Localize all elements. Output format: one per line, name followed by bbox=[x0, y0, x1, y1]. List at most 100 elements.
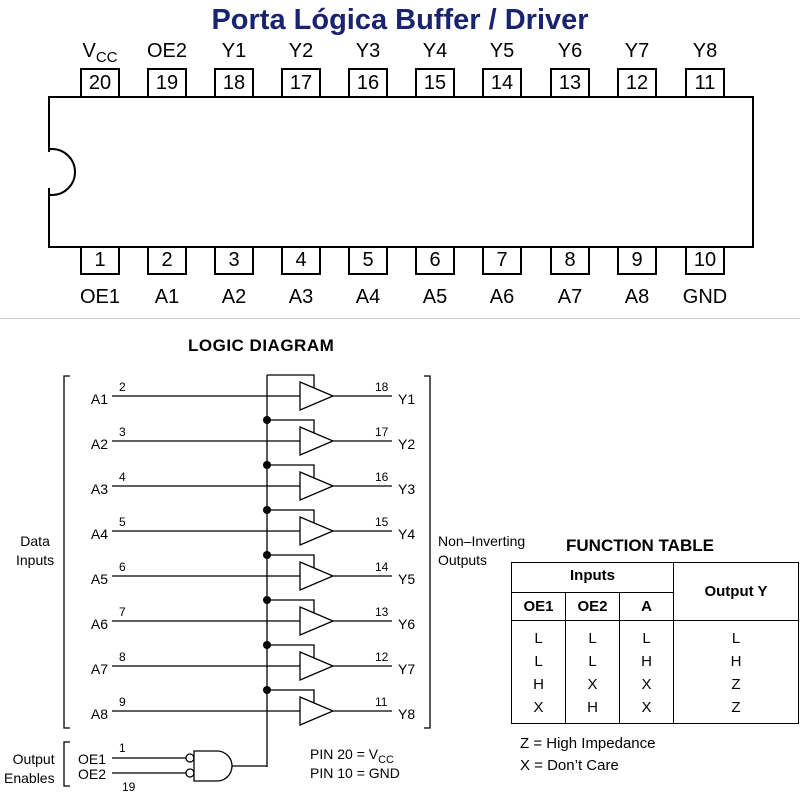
pin-box-top: 18 bbox=[214, 68, 254, 98]
table-cell: X bbox=[619, 696, 674, 724]
pin10-note: PIN 10 = GND bbox=[310, 765, 400, 781]
pin20-note: PIN 20 = VCC bbox=[310, 746, 394, 766]
input-pin-number: 8 bbox=[119, 650, 126, 664]
pin-label-bottom: A3 bbox=[288, 286, 314, 308]
and-gate bbox=[193, 750, 233, 782]
pin-box-top: 12 bbox=[617, 68, 657, 98]
output-label: Y1 bbox=[398, 391, 416, 407]
junction-dot bbox=[263, 416, 271, 424]
enable-line bbox=[267, 554, 315, 568]
table-cell: H bbox=[511, 673, 566, 696]
pin-label-bottom: A8 bbox=[624, 286, 650, 308]
input-label: A3 bbox=[90, 481, 108, 497]
output-label: Y6 bbox=[398, 616, 416, 632]
oe1-label: OE1 bbox=[78, 751, 107, 767]
pin-label-bottom: A7 bbox=[557, 286, 583, 308]
pin-label-top: Y7 bbox=[624, 40, 650, 62]
input-label: A4 bbox=[90, 526, 108, 542]
pin-box-bottom: 10 bbox=[685, 245, 725, 275]
input-label: A7 bbox=[90, 661, 108, 677]
buffer-gate bbox=[299, 696, 335, 726]
pin-label-top: Y6 bbox=[557, 40, 583, 62]
pin-box-bottom: 1 bbox=[80, 245, 120, 275]
inversion-bubble bbox=[185, 768, 195, 778]
input-pin-number: 4 bbox=[119, 470, 126, 484]
pin-label-bottom: OE1 bbox=[79, 286, 121, 308]
enable-line bbox=[267, 509, 315, 523]
input-pin-number: 7 bbox=[119, 605, 126, 619]
enable-line bbox=[267, 644, 315, 658]
pin-label-top: Y1 bbox=[221, 40, 247, 62]
pin-box-bottom: 4 bbox=[281, 245, 321, 275]
buffer-gate bbox=[299, 651, 335, 681]
table-cell: L bbox=[511, 650, 566, 673]
oe2-pin-number: 19 bbox=[122, 780, 136, 794]
output-pin-number: 15 bbox=[375, 515, 389, 529]
oe1-pin-number: 1 bbox=[119, 741, 126, 755]
table-cell: Z bbox=[673, 673, 799, 696]
pin-box-bottom: 9 bbox=[617, 245, 657, 275]
table-cell: X bbox=[565, 673, 620, 696]
inversion-bubble bbox=[185, 753, 195, 763]
buffer-gate bbox=[299, 471, 335, 501]
pin-label-bottom: A4 bbox=[355, 286, 381, 308]
input-pin-number: 5 bbox=[119, 515, 126, 529]
enable-line bbox=[267, 419, 315, 433]
buffer-gate bbox=[299, 606, 335, 636]
enable-line bbox=[267, 599, 315, 613]
junction-dot bbox=[263, 461, 271, 469]
output-pin-number: 17 bbox=[375, 425, 389, 439]
chip-body bbox=[48, 96, 754, 248]
output-label: Y4 bbox=[398, 526, 416, 542]
output-enables-label: Output Enables bbox=[4, 751, 55, 786]
junction-dot bbox=[263, 596, 271, 604]
enable-line bbox=[267, 689, 315, 703]
column-header: OE2 bbox=[565, 592, 620, 621]
column-header: A bbox=[619, 592, 674, 621]
junction-dot bbox=[263, 551, 271, 559]
input-label: A6 bbox=[90, 616, 108, 632]
table-cell: Z bbox=[673, 696, 799, 724]
output-label: Y2 bbox=[398, 436, 416, 452]
pin-label-bottom: A1 bbox=[154, 286, 180, 308]
pin-label-bottom: GND bbox=[682, 286, 728, 308]
output-label: Y8 bbox=[398, 706, 416, 722]
output-pin-number: 11 bbox=[375, 695, 388, 709]
table-cell: H bbox=[673, 650, 799, 673]
junction-dot bbox=[263, 641, 271, 649]
pin-label-bottom: A2 bbox=[221, 286, 247, 308]
output-label: Y7 bbox=[398, 661, 416, 677]
table-cell: L bbox=[673, 620, 799, 650]
column-header: OE1 bbox=[511, 592, 566, 621]
junction-dot bbox=[263, 506, 271, 514]
input-label: A1 bbox=[90, 391, 108, 407]
table-cell: H bbox=[619, 650, 674, 673]
junction-dot bbox=[263, 686, 271, 694]
input-pin-number: 6 bbox=[119, 560, 126, 574]
output-pin-number: 12 bbox=[375, 650, 389, 664]
pin-label-bottom: A6 bbox=[489, 286, 515, 308]
buffer-gate bbox=[299, 426, 335, 456]
table-cell: L bbox=[511, 620, 566, 650]
input-label: A8 bbox=[90, 706, 108, 722]
data-inputs-bracket bbox=[63, 375, 70, 729]
table-cell: X bbox=[619, 673, 674, 696]
output-pin-number: 18 bbox=[375, 380, 389, 394]
outputs-bracket bbox=[424, 375, 431, 729]
pin-box-top: 15 bbox=[415, 68, 455, 98]
input-label: A5 bbox=[90, 571, 108, 587]
pin-label-top: Y3 bbox=[355, 40, 381, 62]
output-label: Y5 bbox=[398, 571, 416, 587]
input-label: A2 bbox=[90, 436, 108, 452]
data-inputs-label: Data Inputs bbox=[16, 533, 55, 568]
buffer-gate bbox=[299, 561, 335, 591]
pin-label-top: VCC bbox=[82, 40, 118, 66]
pin-box-top: 19 bbox=[147, 68, 187, 98]
table-cell: L bbox=[619, 620, 674, 650]
enables-bracket bbox=[63, 741, 70, 787]
buffer-gate bbox=[299, 516, 335, 546]
